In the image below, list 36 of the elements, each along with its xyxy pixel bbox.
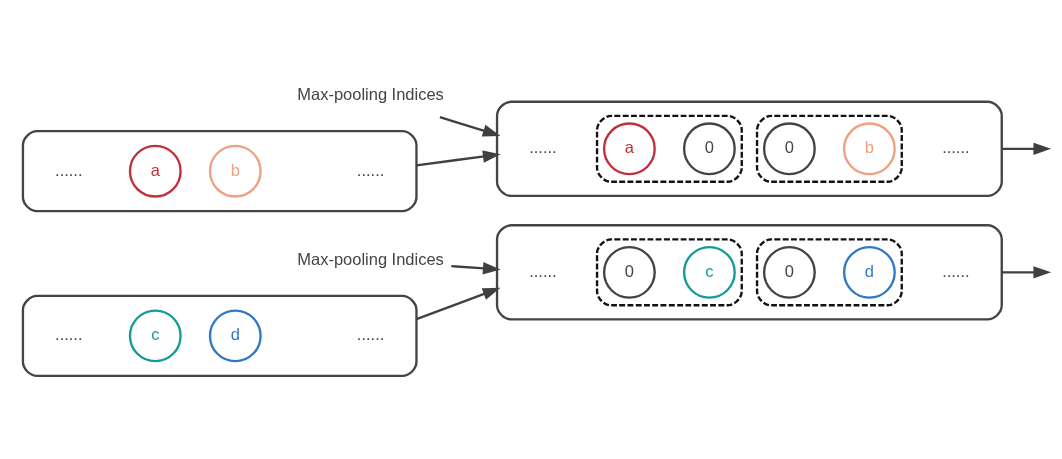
- arrow: [451, 261, 501, 274]
- label: ......: [55, 160, 83, 179]
- node-circle: 0: [602, 245, 656, 299]
- arrow: [1001, 265, 1052, 279]
- arrow: [416, 287, 501, 320]
- node-text: Max-pooling Indices: [297, 84, 444, 103]
- node-circle: 0: [762, 245, 816, 299]
- node-circle: d: [842, 245, 896, 299]
- cluster: [495, 223, 1003, 321]
- label: ......: [942, 261, 970, 280]
- node-circle: b: [208, 144, 262, 198]
- cluster: [21, 129, 418, 212]
- label: ......: [55, 324, 83, 343]
- label: ......: [529, 137, 557, 156]
- node-circle: d: [208, 308, 262, 362]
- cluster: [755, 114, 903, 183]
- node-circle: a: [602, 121, 656, 175]
- node-circle: c: [128, 308, 182, 362]
- cluster: [21, 294, 418, 377]
- cluster: [755, 237, 903, 306]
- arrow: [416, 149, 501, 166]
- cluster: [495, 100, 1003, 197]
- label: ......: [529, 261, 557, 280]
- node-circle: 0: [682, 121, 736, 175]
- cluster: [595, 114, 743, 183]
- label: ......: [356, 324, 385, 343]
- arrow: [439, 115, 501, 137]
- node-circle: a: [128, 144, 182, 198]
- label: ......: [942, 137, 970, 156]
- cluster: [595, 237, 743, 306]
- arrow: [1001, 142, 1052, 155]
- node-text: Max-pooling Indices: [297, 249, 444, 268]
- label: ......: [356, 160, 385, 179]
- node-circle: 0: [762, 121, 816, 175]
- node-circle: c: [682, 245, 736, 299]
- node-circle: b: [842, 121, 896, 175]
